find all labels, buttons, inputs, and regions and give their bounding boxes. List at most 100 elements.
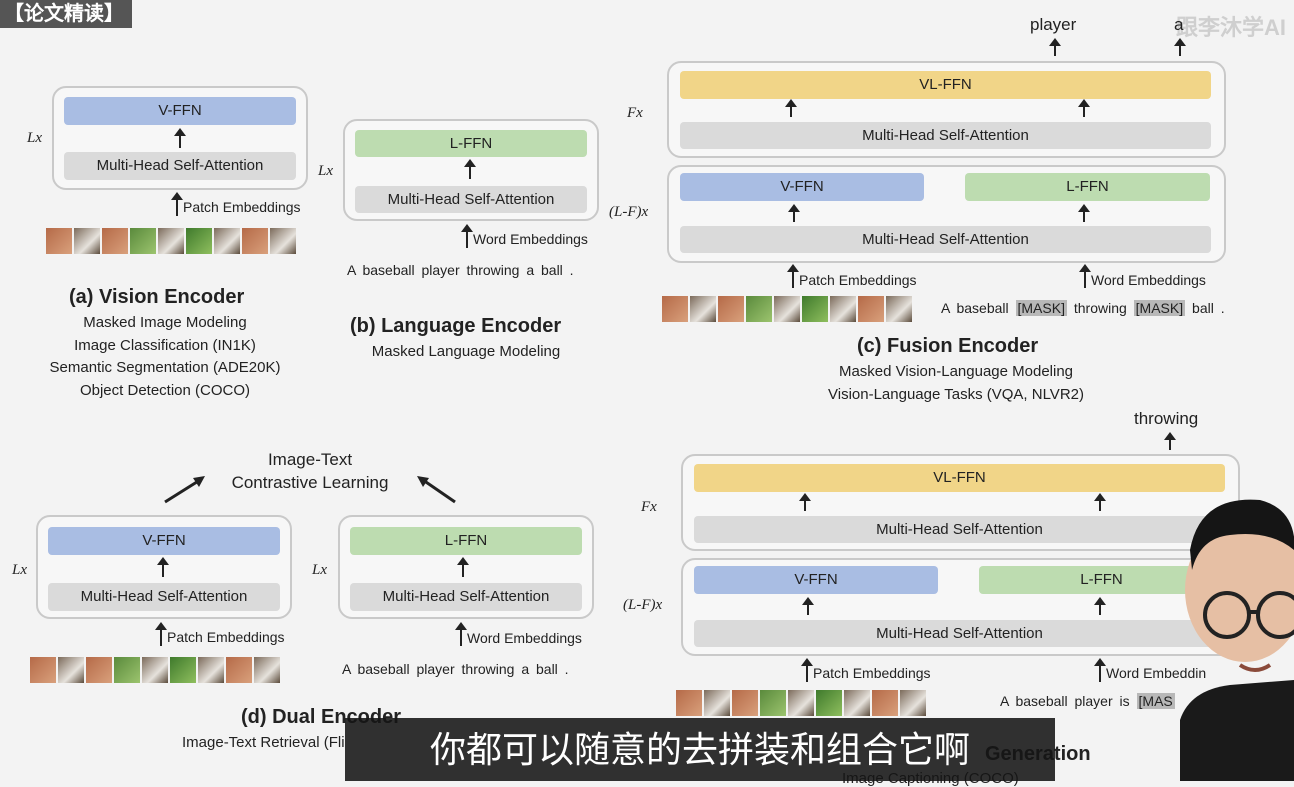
mask-token: [MASK] [1133,300,1186,316]
word-embeddings-label: Word Embeddin [1106,665,1207,681]
attention-layer: Multi-Head Self-Attention [680,122,1211,149]
vision-task: Object Detection (COCO) [79,382,251,399]
vision-task: Masked Image Modeling [83,314,247,331]
up-arrow-icon [1164,432,1176,450]
masked-sentence: A baseball player is [MAS [1000,693,1175,709]
l-ffn-layer: L-FFN [979,566,1224,594]
image-patch [830,296,856,322]
image-patch [844,690,870,716]
dual-vision-block: V-FFN Multi-Head Self-Attention [36,515,292,619]
input-sentence: A baseball player throwing a ball . [342,661,569,677]
image-patch [900,690,926,716]
image-patch [886,296,912,322]
input-sentence: A baseball player throwing a ball . [347,262,574,278]
fusion-bottom-block: V-FFN L-FFN Multi-Head Self-Attention [667,165,1226,263]
image-patch [158,228,184,254]
l-ffn-layer: L-FFN [965,173,1210,201]
up-arrow-icon [174,128,186,148]
dual-language-block: L-FFN Multi-Head Self-Attention [338,515,594,619]
up-arrow-icon [1079,264,1091,288]
vl-ffn-layer: VL-FFN [680,71,1211,99]
word-embeddings-label: Word Embeddings [473,231,588,247]
mask-token: [MAS [1136,693,1175,709]
up-arrow-icon [801,658,813,682]
attention-layer: Multi-Head Self-Attention [694,516,1225,543]
video-subtitle: 你都可以随意的去拼装和组合它啊 [345,718,1055,781]
image-patch [186,228,212,254]
image-patch [704,690,730,716]
image-patch [30,657,56,683]
l-ffn-layer: L-FFN [350,527,582,555]
up-arrow-icon [155,622,167,646]
layer-count-label: Lx [12,562,27,578]
mask-token: [MASK] [1015,300,1067,316]
attention-layer: Multi-Head Self-Attention [694,620,1225,647]
up-arrow-icon [461,224,473,248]
image-patch [732,690,758,716]
image-patches [662,296,912,322]
image-patch [676,690,702,716]
image-patch [802,296,828,322]
image-patch [74,228,100,254]
sentence-part: throwing [1073,300,1127,316]
layer-count-label: Lx [318,163,333,179]
language-task: Masked Language Modeling [371,343,561,360]
up-arrow-icon [785,99,797,117]
image-patches [30,657,280,683]
attention-layer: Multi-Head Self-Attention [350,583,582,611]
up-arrow-icon [787,264,799,288]
patch-embeddings-label: Patch Embeddings [799,272,917,288]
contrastive-label: Contrastive Learning [231,473,389,492]
layer-count-label: Fx [641,499,657,515]
fusion-task: Masked Vision-Language Modeling [838,363,1074,380]
v-ffn-layer: V-FFN [694,566,938,594]
up-arrow-icon [1049,38,1061,56]
up-arrow-icon [157,557,169,577]
up-arrow-icon [1078,99,1090,117]
up-arrow-icon [457,557,469,577]
up-arrow-icon [464,159,476,179]
image-patch [872,690,898,716]
sentence-part: A baseball player is [1000,693,1130,709]
image-patches [676,690,926,716]
vision-task: Semantic Segmentation (ADE20K) [49,359,281,376]
masked-sentence: A baseball [MASK] throwing [MASK] ball . [941,300,1225,316]
image-patch [46,228,72,254]
layer-count-label: Fx [627,105,643,121]
contrastive-arrows-icon [164,476,456,504]
patch-embeddings-label: Patch Embeddings [813,665,931,681]
up-arrow-icon [799,493,811,511]
language-encoder-block: L-FFN Multi-Head Self-Attention [343,119,599,221]
image-patch [816,690,842,716]
generation-bottom-block: V-FFN L-FFN Multi-Head Self-Attention [681,558,1240,656]
sentence-part: A baseball [941,300,1009,316]
vision-task: Image Classification (IN1K) [74,337,256,354]
image-patch [86,657,112,683]
attention-layer: Multi-Head Self-Attention [680,226,1211,253]
image-patch [254,657,280,683]
word-embeddings-label: Word Embeddings [467,630,582,646]
vision-encoder-title: (a) Vision Encoder [69,286,245,308]
layer-count-label: Lx [27,130,42,146]
image-patch [718,296,744,322]
generation-top-block: VL-FFN Multi-Head Self-Attention [681,454,1240,551]
image-patch [760,690,786,716]
image-patch [226,657,252,683]
v-ffn-layer: V-FFN [48,527,280,555]
image-patch [788,690,814,716]
image-patch [170,657,196,683]
image-patch [214,228,240,254]
image-patch [774,296,800,322]
up-arrow-icon [1078,204,1090,222]
presenter-webcam [1180,499,1294,781]
fusion-task: Vision-Language Tasks (VQA, NLVR2) [828,386,1084,403]
contrastive-label: Image-Text [267,450,353,469]
layer-count-label: Lx [312,562,327,578]
attention-layer: Multi-Head Self-Attention [48,583,280,611]
up-arrow-icon [455,622,467,646]
image-patch [58,657,84,683]
dual-task: Image-Text Retrieval (Fli [182,734,345,751]
header-title: 【论文精读】 [0,0,132,28]
image-patch [858,296,884,322]
image-patch [746,296,772,322]
